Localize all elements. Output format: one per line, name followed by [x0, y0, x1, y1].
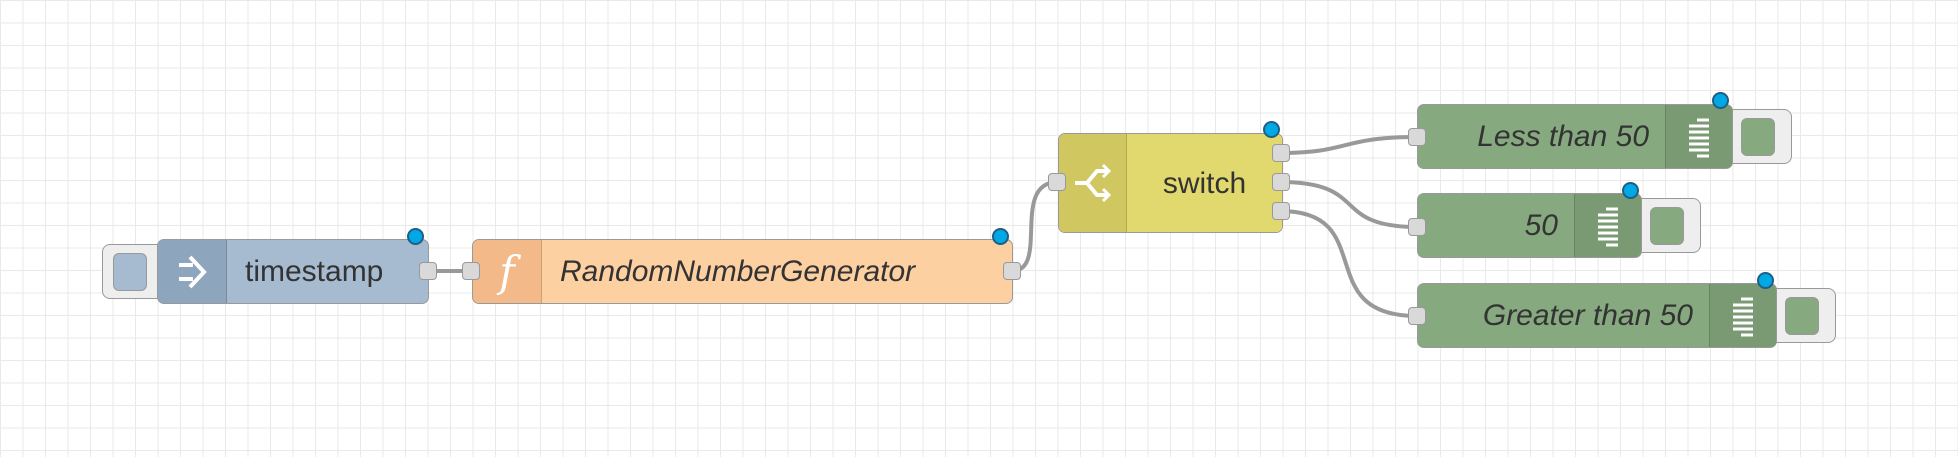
switch-node-label: switch [1127, 134, 1282, 232]
debug1-input-port[interactable] [1408, 128, 1426, 146]
debug3-input-port[interactable] [1408, 307, 1426, 325]
debug3-node-label: Greater than 50 [1482, 298, 1693, 332]
switch-icon [1059, 134, 1127, 232]
wire-switch-debug2 [1278, 180, 1419, 229]
debug2-input-port[interactable] [1408, 218, 1426, 236]
inject-node-label: timestamp [245, 254, 384, 288]
function-node-random-number-generator[interactable]: f RandomNumberGenerator [472, 239, 1013, 304]
inject-trigger-inner [113, 253, 147, 291]
debug2-changed-indicator [1622, 182, 1639, 199]
debug3-toggle-inner [1785, 297, 1819, 335]
wire-switch-debug3 [1278, 209, 1419, 318]
switch-changed-indicator [1263, 121, 1280, 138]
debug-icon [1574, 194, 1641, 257]
debug3-changed-indicator [1757, 272, 1774, 289]
wire-switch-debug1 [1278, 135, 1419, 155]
debug2-node-label: 50 [1524, 208, 1558, 242]
function-output-port[interactable] [1003, 262, 1021, 280]
debug1-toggle-inner [1741, 118, 1775, 156]
inject-output-port[interactable] [419, 262, 437, 280]
switch-output-port-2[interactable] [1272, 173, 1290, 191]
function-changed-indicator [992, 228, 1009, 245]
switch-input-port[interactable] [1048, 173, 1066, 191]
debug-icon [1665, 105, 1732, 168]
switch-output-port-3[interactable] [1272, 202, 1290, 220]
debug-node-greater-than-50[interactable]: Greater than 50 [1417, 283, 1777, 348]
inject-changed-indicator [407, 228, 424, 245]
function-icon: f [473, 240, 542, 303]
function-input-port[interactable] [462, 262, 480, 280]
function-node-label: RandomNumberGenerator [560, 254, 916, 288]
debug1-node-label: Less than 50 [1477, 119, 1649, 153]
debug-node-50[interactable]: 50 [1417, 193, 1642, 258]
debug1-changed-indicator [1712, 92, 1729, 109]
debug-node-less-than-50[interactable]: Less than 50 [1417, 104, 1733, 169]
debug-icon [1709, 284, 1776, 347]
wire-function-switch [1010, 180, 1060, 273]
arrow-in-icon [158, 240, 227, 303]
switch-output-port-1[interactable] [1272, 144, 1290, 162]
inject-node-timestamp[interactable]: timestamp [157, 239, 429, 304]
inject-trigger-button[interactable] [102, 244, 162, 299]
switch-node[interactable]: switch [1058, 133, 1283, 233]
debug2-toggle-inner [1650, 207, 1684, 245]
